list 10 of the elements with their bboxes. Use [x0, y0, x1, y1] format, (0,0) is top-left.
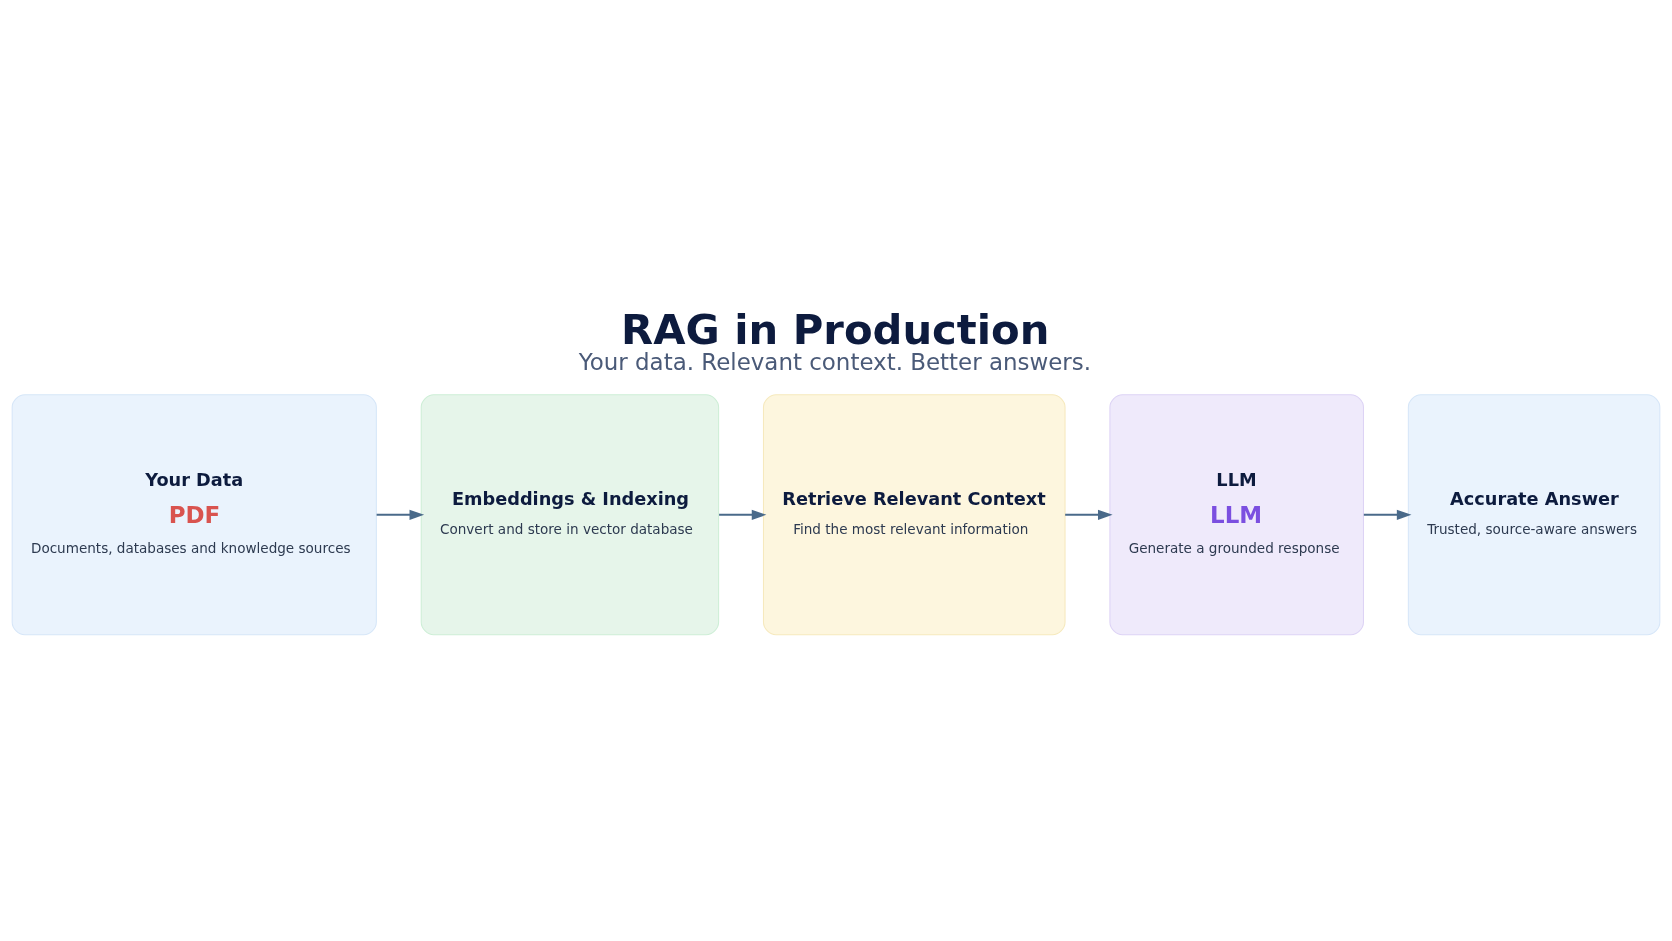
arrow	[1065, 509, 1113, 520]
node-box: Embeddings & Indexing Convert and store in vector database	[420, 393, 720, 635]
node-box: Retrieve Relevant Context Find the most relevant information	[762, 393, 1066, 635]
arrow	[719, 509, 767, 520]
arrow	[376, 509, 425, 520]
node-box: Accurate Answer Trusted, source-aware answers	[1407, 393, 1661, 635]
caption: Your data. Relevant context. Better answers.	[578, 348, 1092, 375]
node-box: Your Data PDF Documents, databases and knowledge sources	[11, 393, 377, 635]
node-box: LLM LLM Generate a grounded response	[1109, 393, 1364, 635]
arrow	[1363, 509, 1412, 520]
